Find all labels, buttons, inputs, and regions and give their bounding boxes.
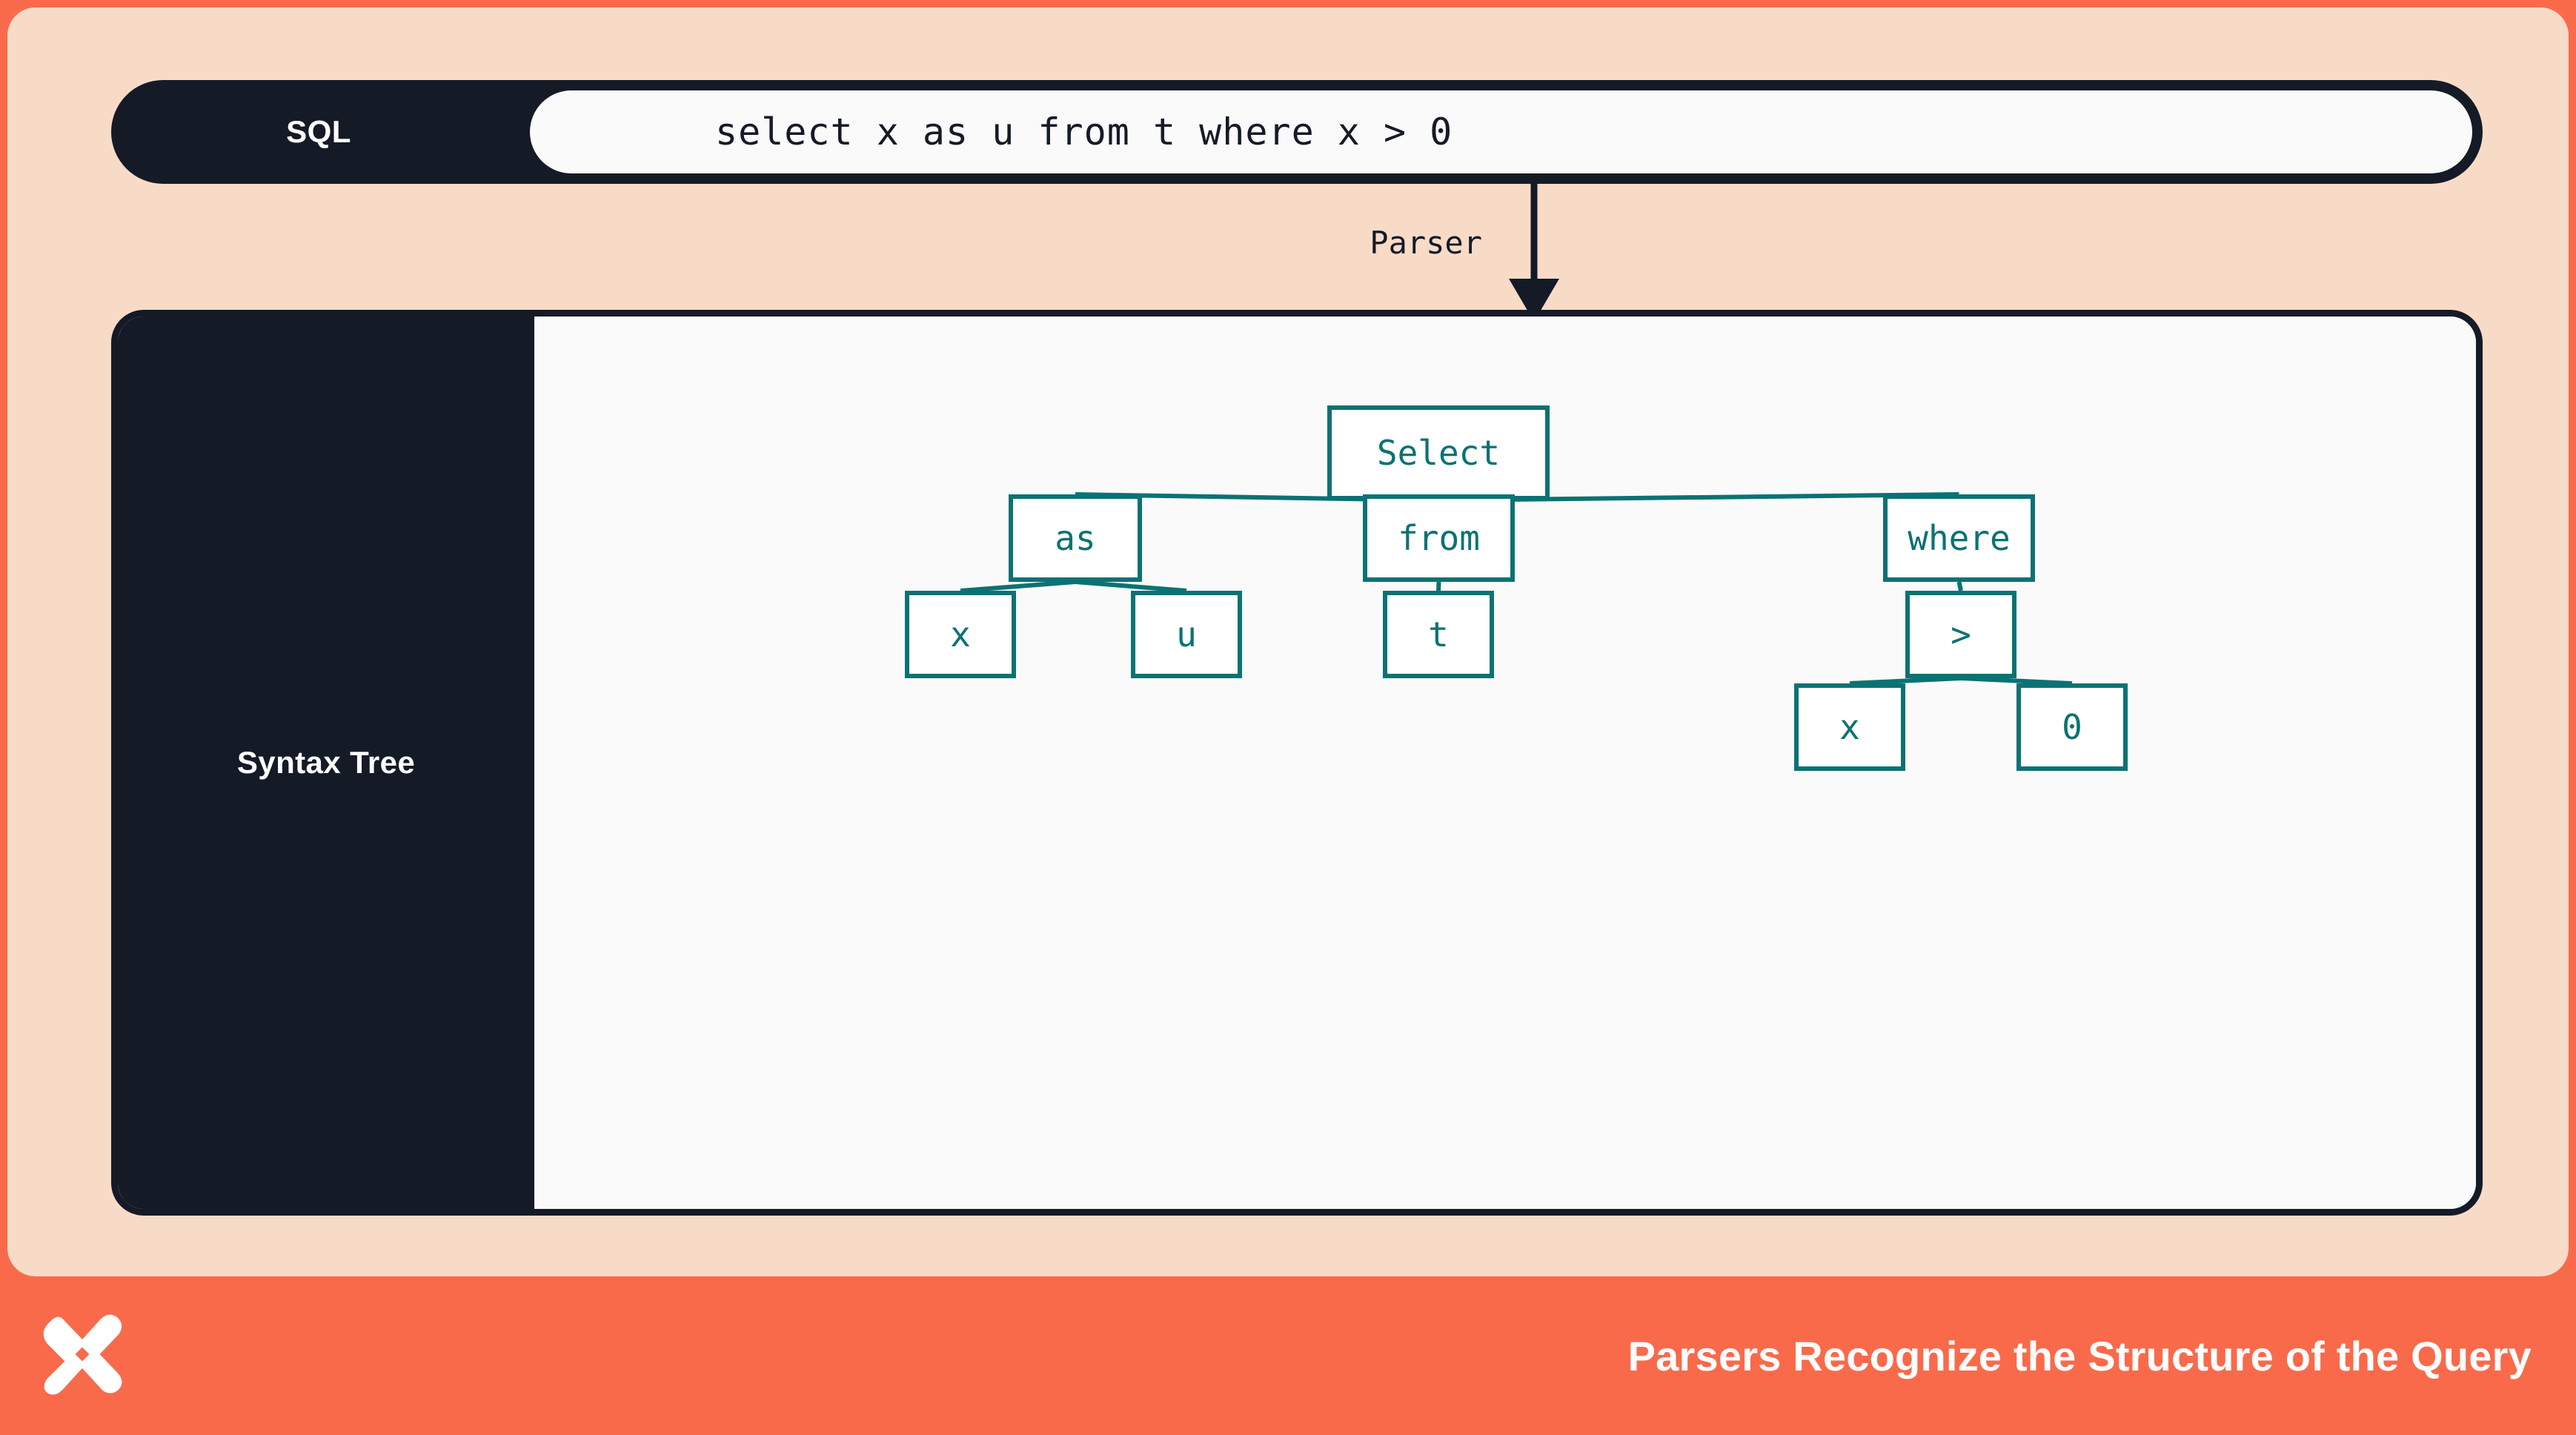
tree-node-u: u xyxy=(1131,591,1242,678)
tree-node-from: from xyxy=(1363,494,1515,582)
tree-edge-where-gt xyxy=(1956,581,1963,591)
tree-node-label: 0 xyxy=(2062,707,2082,747)
sql-query-field[interactable]: select x as u from t where x > 0 xyxy=(530,90,2472,173)
syntax-tree-sidebar-label: Syntax Tree xyxy=(236,745,416,780)
syntax-tree-sidebar: Syntax Tree xyxy=(118,317,534,1209)
footer-title: Parsers Recognize the Structure of the Q… xyxy=(1627,1332,2532,1379)
parser-label: Parser xyxy=(1370,225,1482,261)
syntax-tree-card: Syntax Tree Select as from where x u t > x 0 xyxy=(111,310,2483,1216)
tree-edge-as-u xyxy=(1075,580,1187,593)
arrow-down-icon xyxy=(1509,176,1559,322)
sql-query-text: select x as u from t where x > 0 xyxy=(715,110,1453,153)
tree-node-zero: 0 xyxy=(2016,683,2128,771)
tree-node-label: as xyxy=(1055,518,1096,558)
tree-node-select: Select xyxy=(1327,405,1550,500)
tree-node-label: x xyxy=(950,614,971,654)
tree-node-label: from xyxy=(1398,518,1480,558)
tree-edge-gt-zero xyxy=(1960,676,2073,686)
footer-bar: Parsers Recognize the Structure of the Q… xyxy=(0,1276,2576,1435)
tree-edge-gt-x2 xyxy=(1849,676,1962,686)
tree-node-label: where xyxy=(1908,518,2011,558)
tree-node-label: Select xyxy=(1376,433,1501,473)
tree-node-t: t xyxy=(1383,591,1494,678)
content-panel: SQL select x as u from t where x > 0 Par… xyxy=(7,7,2569,1276)
tree-node-label: u xyxy=(1176,614,1197,654)
sql-label: SQL xyxy=(286,114,351,149)
tree-node-x2: x xyxy=(1794,683,1905,771)
sql-input-row: SQL select x as u from t where x > 0 xyxy=(111,80,2483,184)
tree-node-x1: x xyxy=(905,591,1016,678)
tree-edge-from-t xyxy=(1436,581,1441,591)
butterfly-x-logo-icon xyxy=(43,1314,122,1395)
tree-node-label: t xyxy=(1428,614,1449,654)
parser-step: Parser xyxy=(1238,176,1682,322)
tree-node-label: x xyxy=(1839,707,1860,747)
syntax-tree-canvas: Select as from where x u t > x 0 xyxy=(534,317,2476,1209)
tree-node-label: > xyxy=(1951,614,1971,654)
tree-node-as: as xyxy=(1009,494,1142,582)
tree-node-where: where xyxy=(1883,494,2035,582)
tree-node-gt: > xyxy=(1905,591,2016,678)
tree-edge-as-x1 xyxy=(960,580,1076,593)
